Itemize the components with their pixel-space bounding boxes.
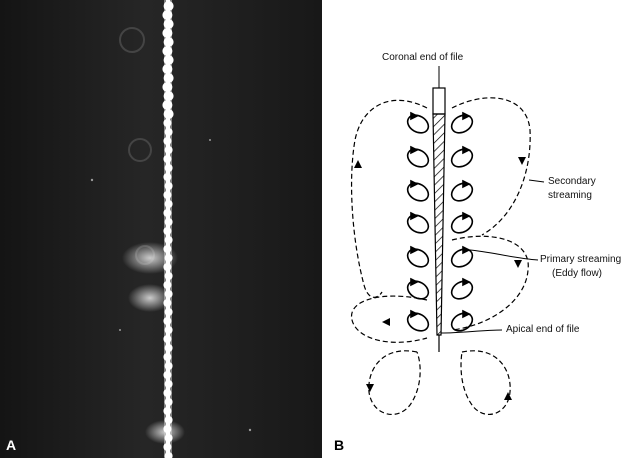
streak-bead (165, 236, 173, 244)
eddy-arrowhead (463, 113, 469, 119)
streak-bead (163, 317, 171, 325)
eddy-loop (404, 112, 431, 137)
streak-bead (165, 344, 173, 352)
streak-bead (164, 1, 174, 11)
streak-bead (162, 64, 172, 74)
streak-bead (163, 407, 171, 415)
eddy-loop (448, 246, 475, 271)
eddy-loop (448, 112, 475, 137)
streak-bead (163, 443, 171, 451)
streak-bead (164, 73, 174, 83)
eddy-arrowhead (463, 181, 469, 187)
apical-end-label: Apical end of file (506, 324, 579, 336)
streak-bead (162, 28, 172, 38)
streak-bead (164, 55, 174, 65)
streak-bead (163, 263, 171, 271)
streak-bead (163, 137, 171, 145)
streak-bead (162, 100, 172, 110)
streaming-diagram (322, 0, 630, 458)
streak-bead (165, 218, 173, 226)
primary-streaming-label-line2: (Eddy flow) (552, 268, 602, 280)
eddy-loop (404, 212, 431, 237)
eddy-arrowhead (411, 247, 417, 253)
secondary-streaming-label-line2: streaming (548, 190, 592, 202)
primary-streaming-label-line1: Primary streaming (540, 254, 621, 266)
streak-bead (162, 10, 172, 20)
streak-bead (165, 380, 173, 388)
eddy-loop (448, 212, 475, 237)
eddy-loop (448, 310, 475, 335)
streak-bead (163, 191, 171, 199)
streak-bead (165, 308, 173, 316)
streak-bead (163, 227, 171, 235)
streak-bead (165, 182, 173, 190)
eddy-arrowhead (463, 147, 469, 153)
eddy-arrowhead (463, 311, 469, 317)
streak-bead (163, 353, 171, 361)
diagram-panel-b: Coronal end of file Secondary streaming … (322, 0, 630, 458)
eddy-loop (448, 180, 475, 205)
eddy-arrowhead (411, 213, 417, 219)
streaming-photograph (0, 0, 322, 458)
eddy-arrowhead (463, 279, 469, 285)
streak-bead (165, 146, 173, 154)
streak-bead (163, 209, 171, 217)
photo-panel-a (0, 0, 322, 458)
streak-bead (162, 46, 172, 56)
streak-bead (164, 37, 174, 47)
eddy-loop (448, 146, 475, 171)
eddy-arrowhead (411, 279, 417, 285)
eddy-arrowhead (411, 113, 417, 119)
streak-bead (163, 335, 171, 343)
file (433, 88, 445, 352)
file-streak (162, 0, 173, 458)
streak-bead (163, 371, 171, 379)
streak-bead (163, 299, 171, 307)
eddy-arrowhead (411, 181, 417, 187)
streak-bead (165, 128, 173, 136)
streak-bead (165, 362, 173, 370)
eddy-arrowhead (463, 247, 469, 253)
streak-bead (164, 19, 174, 29)
streak-bead (165, 164, 173, 172)
streak-bead (162, 82, 172, 92)
eddy-loop (404, 310, 431, 335)
streak-bead (163, 389, 171, 397)
coronal-end-label: Coronal end of file (382, 52, 463, 64)
streak-bead (165, 434, 173, 442)
streak-bead (163, 155, 171, 163)
eddy-loop (404, 180, 431, 205)
streak-bead (165, 326, 173, 334)
secondary-streaming-label-line1: Secondary (548, 176, 596, 188)
streak-bead (165, 398, 173, 406)
eddy-loop (404, 246, 431, 271)
streak-bead (163, 245, 171, 253)
streak-bead (163, 119, 171, 127)
eddy-loop (404, 146, 431, 171)
streak-bead (165, 416, 173, 424)
eddy-loop (448, 278, 475, 303)
eddy-arrowhead (411, 311, 417, 317)
streak-bead (164, 109, 174, 119)
eddy-arrowhead (411, 147, 417, 153)
streak-bead (164, 91, 174, 101)
eddy-arrowhead (463, 213, 469, 219)
streak-bead (165, 272, 173, 280)
streak-bead (165, 290, 173, 298)
streak-bead (165, 254, 173, 262)
streak-bead (163, 281, 171, 289)
panel-a-letter: A (6, 438, 16, 452)
eddy-loop (404, 278, 431, 303)
streak-bead (165, 200, 173, 208)
panel-b-letter: B (334, 438, 344, 452)
streak-bead (163, 173, 171, 181)
streak-bead (163, 425, 171, 433)
